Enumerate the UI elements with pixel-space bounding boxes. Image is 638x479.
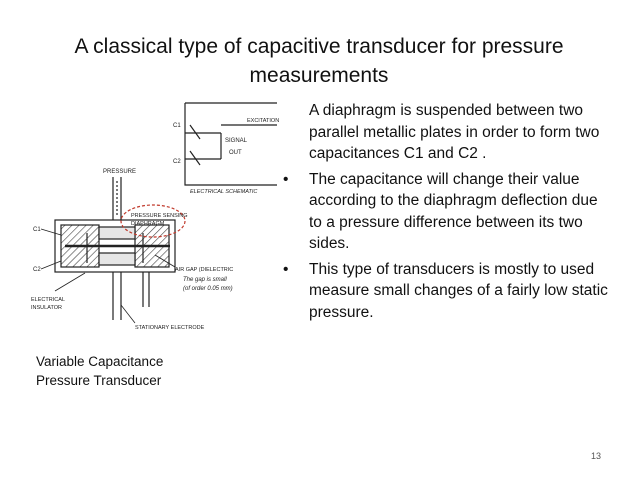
sensing-highlight	[120, 204, 186, 238]
bullet-marker: •	[283, 170, 289, 188]
airgap-label: AIR GAP (DIELECTRIC	[175, 267, 233, 273]
electrical-schematic	[184, 102, 277, 186]
insulator-label-1: ELECTRICAL	[31, 297, 65, 303]
page-number: 13	[590, 451, 601, 461]
gap-label-1: The gap is small	[183, 277, 227, 283]
bullet-text: A diaphragm is suspended between two par…	[309, 102, 600, 162]
bullet-item: • This type of transducers is mostly to …	[283, 259, 613, 324]
caption-line-2: Pressure Transducer	[36, 373, 162, 388]
excitation-label: EXCITATION	[247, 118, 279, 124]
pressure-label: PRESSURE	[103, 169, 136, 175]
slide-title: A classical type of capacitive transduce…	[74, 35, 564, 87]
electrode-label: STATIONARY ELECTRODE	[135, 325, 205, 331]
transducer-diagram: C1 C2 SIGNAL OUT EXCITATION ELECTRICAL S…	[31, 102, 279, 331]
side-c2-label: C2	[33, 267, 41, 273]
figure-caption: Variable Capacitance Pressure Transducer	[36, 352, 236, 390]
schematic-c2-label: C2	[173, 159, 181, 165]
sensing-label-2: DIAPHRAGM	[131, 221, 165, 227]
bullet-item: • The capacitance will change their valu…	[283, 169, 613, 255]
insulator-label-2: INSULATOR	[31, 305, 62, 311]
bullet-text: The capacitance will change their value …	[309, 170, 598, 253]
caption-line-1: Variable Capacitance	[36, 354, 164, 369]
bullet-item: A diaphragm is suspended between two par…	[283, 100, 613, 165]
lower-pipe	[112, 272, 150, 320]
gap-label-2: (of order 0.05 mm)	[183, 286, 233, 292]
transducer-body	[54, 219, 176, 273]
side-c1-label: C1	[33, 227, 41, 233]
bullet-marker: •	[283, 260, 289, 278]
out-label: OUT	[229, 150, 242, 156]
bullet-text: This type of transducers is mostly to us…	[309, 260, 608, 321]
bullet-list: A diaphragm is suspended between two par…	[283, 100, 613, 327]
signal-label: SIGNAL	[225, 138, 248, 144]
pressure-inlet	[112, 177, 122, 220]
sensing-label-1: PRESSURE SENSING	[131, 213, 188, 219]
schematic-caption: ELECTRICAL SCHEMATIC	[190, 189, 257, 195]
schematic-c1-label: C1	[173, 123, 181, 129]
